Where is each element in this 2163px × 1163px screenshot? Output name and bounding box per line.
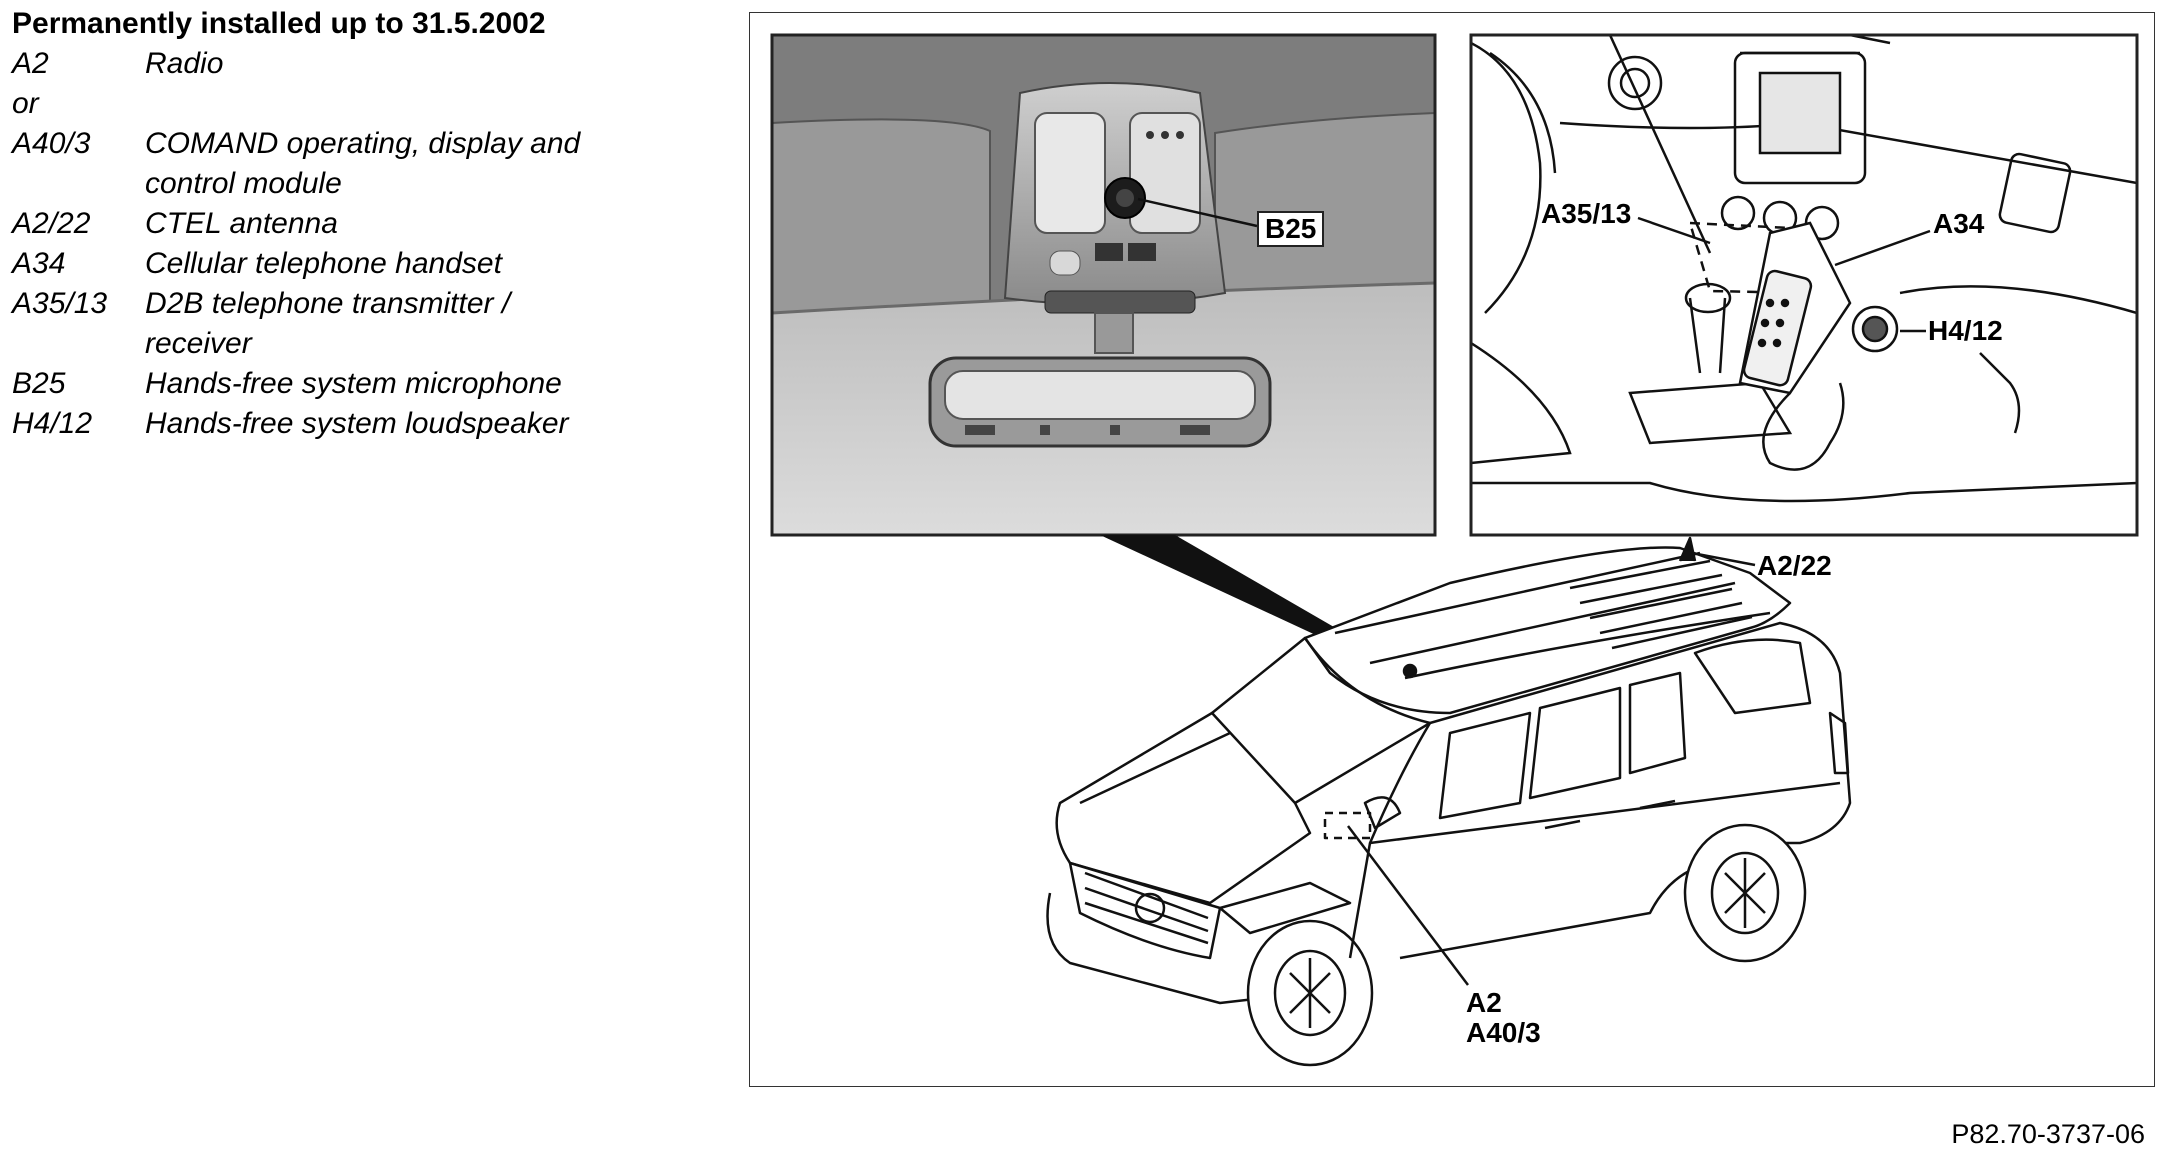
legend-code: B25 bbox=[12, 367, 66, 400]
callout-b25: B25 bbox=[1257, 211, 1325, 247]
legend-code bbox=[12, 164, 145, 204]
legend-desc: D2B telephone transmitter / bbox=[145, 287, 511, 320]
legend-desc bbox=[145, 84, 712, 124]
legend-row: A40/3 COMAND operating, display and bbox=[12, 124, 712, 164]
legend-desc: control module bbox=[145, 167, 342, 200]
legend-code: or bbox=[12, 87, 39, 120]
callout-a2-22: A2/22 bbox=[1757, 550, 1832, 581]
legend-code: A34 bbox=[12, 247, 66, 280]
vehicle-illustration bbox=[1046, 536, 1852, 1067]
legend-title: Permanently installed up to 31.5.2002 bbox=[12, 7, 546, 40]
callout-a40-3: A40/3 bbox=[1466, 1017, 1541, 1048]
legend-desc: receiver bbox=[145, 327, 252, 360]
legend-desc: Hands-free system loudspeaker bbox=[145, 407, 569, 440]
legend-row: A35/13 D2B telephone transmitter / bbox=[12, 284, 712, 324]
legend-code bbox=[12, 324, 145, 364]
figure-illustration bbox=[770, 33, 2139, 1067]
legend-desc: Hands-free system microphone bbox=[145, 367, 562, 400]
center-console-inset bbox=[1471, 35, 2137, 535]
figure-reference-number: P82.70-3737-06 bbox=[1951, 1119, 2145, 1149]
legend-row: A2 Radio bbox=[12, 44, 712, 84]
callout-a35-13: A35/13 bbox=[1541, 198, 1632, 229]
legend-desc: COMAND operating, display and bbox=[145, 127, 581, 160]
legend-desc: Cellular telephone handset bbox=[145, 247, 502, 280]
callout-a34: A34 bbox=[1933, 208, 1985, 239]
legend-code: A35/13 bbox=[12, 287, 108, 320]
legend-row: control module bbox=[12, 164, 712, 204]
legend-code: H4/12 bbox=[12, 407, 93, 440]
legend-desc: Radio bbox=[145, 47, 224, 80]
legend-code: A2/22 bbox=[12, 207, 91, 240]
legend-desc: CTEL antenna bbox=[145, 207, 338, 240]
callout-a2: A2 bbox=[1466, 987, 1502, 1018]
legend-row: A34 Cellular telephone handset bbox=[12, 244, 712, 284]
legend-code: A2 bbox=[12, 47, 49, 80]
figure-frame: B25 A35/13 A34 H4/12 A2/22 A2 A40/3 bbox=[749, 12, 2155, 1087]
legend-row: B25 Hands-free system microphone bbox=[12, 364, 712, 404]
legend-row: A2/22 CTEL antenna bbox=[12, 204, 712, 244]
legend-row: receiver bbox=[12, 324, 712, 364]
legend: Permanently installed up to 31.5.2002 A2… bbox=[12, 4, 712, 444]
callout-h4-12: H4/12 bbox=[1928, 315, 2003, 346]
overhead-panel-inset bbox=[772, 35, 1435, 535]
legend-row: H4/12 Hands-free system loudspeaker bbox=[12, 404, 712, 444]
legend-row: or bbox=[12, 84, 712, 124]
legend-code: A40/3 bbox=[12, 127, 91, 160]
